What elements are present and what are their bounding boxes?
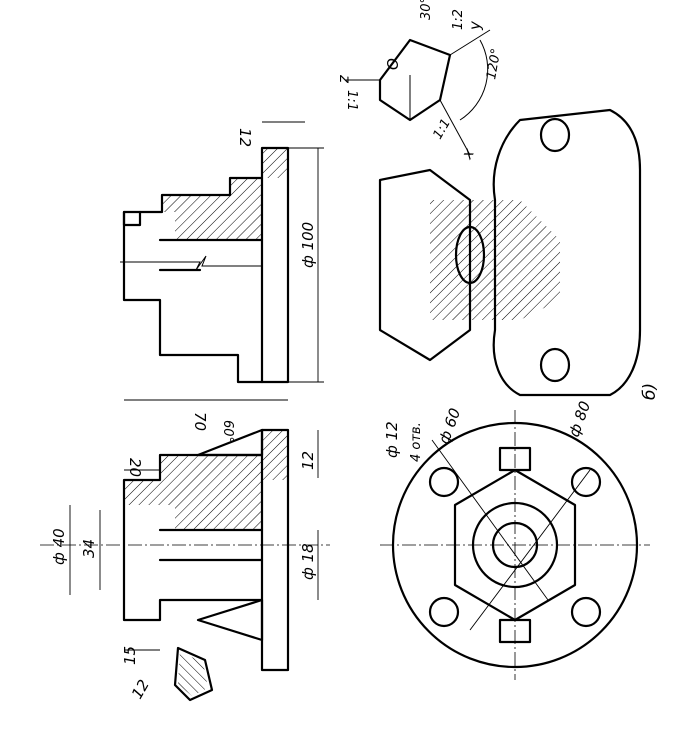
rib-bottom bbox=[196, 598, 264, 642]
label-phi40: ф 40 bbox=[50, 528, 68, 565]
label-12-cut: 12 bbox=[128, 676, 153, 702]
label-12-rib: 12 bbox=[299, 451, 317, 470]
flange-hatch bbox=[262, 148, 288, 178]
isometric-view: z 1:1 x 1:1 y 1:2 30° 120° O bbox=[336, 0, 642, 397]
label-scale-z: 1:1 bbox=[344, 90, 359, 111]
label-phi80: ф 80 bbox=[565, 399, 594, 440]
label-origin: O bbox=[384, 58, 402, 70]
cut-detail bbox=[173, 646, 214, 702]
bolt-hole-1 bbox=[428, 466, 460, 498]
label-scale-y: 1:2 bbox=[451, 9, 466, 30]
label-axis-y: y bbox=[466, 20, 484, 31]
section-hatch bbox=[162, 178, 262, 240]
iso-hub bbox=[378, 168, 472, 362]
keyway-step bbox=[122, 210, 142, 227]
rib-top bbox=[196, 428, 264, 457]
side-section-hatch bbox=[124, 455, 262, 530]
dim-leader-phi80 bbox=[469, 469, 591, 631]
rib-left bbox=[498, 446, 532, 472]
angle-120-arc bbox=[459, 39, 489, 121]
axis-x-line bbox=[439, 99, 471, 156]
label-axis-x: x bbox=[457, 145, 478, 163]
bolt-hole-2 bbox=[570, 466, 602, 498]
label-34: 34 bbox=[80, 539, 98, 558]
bolt-hole-3 bbox=[428, 596, 460, 628]
bolt-hole-4 bbox=[570, 596, 602, 628]
label-12-flange: 12 bbox=[236, 128, 254, 147]
break-line bbox=[120, 255, 262, 271]
label-20: 20 bbox=[126, 458, 144, 477]
iso-flange bbox=[492, 108, 642, 397]
side-flange-hatch bbox=[262, 430, 288, 480]
axis-y-line bbox=[449, 29, 491, 56]
iso-hole-bottom bbox=[539, 347, 571, 383]
flange-outline bbox=[260, 146, 290, 384]
plan-view: ф 12 4 отв. ф 60 ф 80 б) bbox=[380, 383, 660, 680]
label-phi12-top: ф 12 bbox=[383, 421, 401, 458]
axis-cube bbox=[378, 38, 452, 122]
label-phi18: ф 18 bbox=[299, 543, 317, 580]
label-phi12-bottom: 4 отв. bbox=[409, 422, 424, 462]
cut-detail-hatch bbox=[178, 652, 208, 696]
iso-bore bbox=[454, 225, 486, 285]
label-scale-x: 1:1 bbox=[430, 116, 453, 142]
label-30deg: 30° bbox=[419, 0, 434, 20]
iso-hatch bbox=[430, 200, 560, 320]
dim-leader-phi60 bbox=[431, 439, 549, 601]
side-section-view: 70 60° 20 12 ф 18 ф 40 34 15 12 bbox=[40, 399, 330, 702]
label-60deg: 60° bbox=[220, 420, 235, 443]
iso-hole-top bbox=[539, 117, 571, 153]
label-phi100: ф 100 bbox=[299, 222, 317, 268]
label-15: 15 bbox=[121, 646, 139, 665]
label-120deg: 120° bbox=[484, 47, 504, 80]
label-axis-z: z bbox=[336, 74, 354, 84]
label-phi60: ф 60 bbox=[435, 406, 464, 447]
front-section-view: ф 100 12 bbox=[120, 121, 324, 384]
label-subfig: б) bbox=[640, 383, 660, 400]
label-70: 70 bbox=[191, 412, 209, 431]
